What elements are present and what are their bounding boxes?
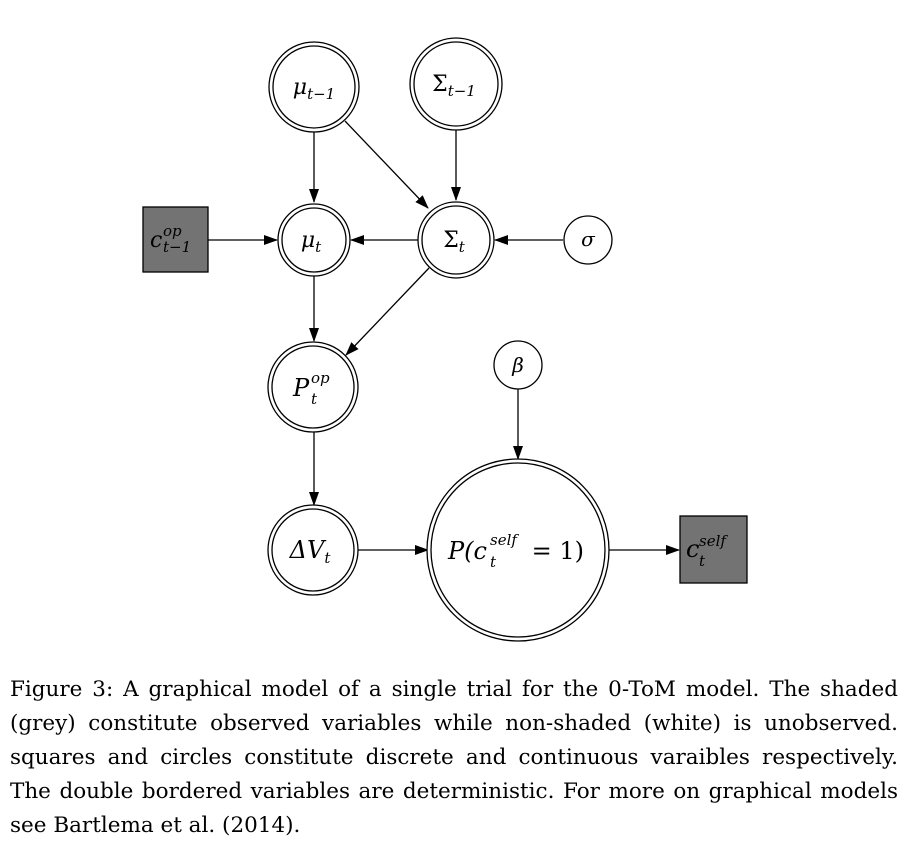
- c-self-base: c: [686, 535, 699, 563]
- svg-text:μt: μt: [301, 228, 322, 256]
- delta-v-sub: t: [324, 549, 331, 567]
- edges: [208, 120, 680, 555]
- edge-mu-prev-to-sigma-t: [344, 120, 429, 209]
- node-mu-prev: μt−1: [268, 41, 360, 133]
- p-op-sup: op: [311, 369, 330, 387]
- p-self-pre: P(c: [447, 537, 487, 565]
- node-p-op: P op t: [267, 341, 359, 433]
- node-delta-v: ΔVt: [267, 504, 359, 596]
- node-sigma: σ: [563, 215, 613, 265]
- c-op-prev-base: c: [150, 228, 162, 253]
- node-sigma-prev: Σt−1: [409, 37, 503, 131]
- sigma-t-sub: t: [459, 238, 466, 256]
- svg-text:μt−1: μt−1: [293, 75, 335, 103]
- sigma-label: σ: [581, 227, 596, 251]
- node-p-self: P(c self t = 1): [426, 458, 610, 642]
- c-self-sup: self: [699, 532, 728, 550]
- sigma-prev-sub: t−1: [448, 82, 476, 100]
- c-op-prev-sup: op: [163, 222, 182, 240]
- svg-text:c: c: [150, 228, 162, 253]
- svg-text:Σt: Σt: [443, 228, 466, 256]
- c-op-prev-sub: t−1: [163, 238, 191, 256]
- beta-label: β: [511, 353, 524, 377]
- graphical-model-diagram: μt−1 Σt−1 c op t−1 μt Σt σ: [142, 37, 748, 642]
- c-self-sub: t: [699, 552, 706, 570]
- sigma-prev-base: Σ: [432, 72, 448, 97]
- mu-t-base: μ: [301, 228, 315, 253]
- mu-prev-base: μ: [293, 75, 307, 100]
- p-self-post: = 1): [524, 537, 584, 565]
- edge-sigma-t-to-p-op: [345, 267, 430, 356]
- mu-prev-sub: t−1: [307, 85, 335, 103]
- sigma-t-base: Σ: [443, 228, 459, 253]
- figure-caption: Figure 3: A graphical model of a single …: [10, 677, 898, 838]
- p-op-base: P: [292, 374, 310, 402]
- svg-text:Σt−1: Σt−1: [432, 72, 476, 100]
- node-c-op-prev: c op t−1: [142, 206, 209, 273]
- svg-text:ΔVt: ΔVt: [289, 536, 332, 567]
- mu-t-sub: t: [315, 238, 322, 256]
- node-beta: β: [493, 340, 543, 390]
- node-c-self: c self t: [679, 515, 748, 584]
- p-self-sup: self: [490, 531, 519, 549]
- p-op-sub: t: [311, 390, 318, 408]
- p-self-sub: t: [490, 553, 497, 571]
- node-sigma-t: Σt: [417, 201, 495, 279]
- node-mu-t: μt: [277, 203, 351, 277]
- delta-v-base: ΔV: [289, 536, 327, 564]
